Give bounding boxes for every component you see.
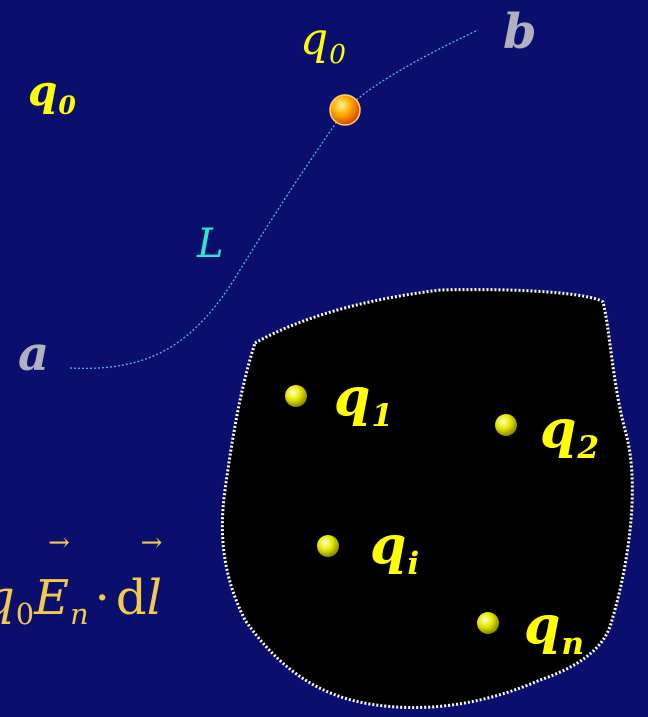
qi-label: qi <box>370 515 420 582</box>
formula-E-sub: n <box>70 597 89 632</box>
formula-l: l <box>146 570 163 626</box>
formula-l-arrow: → <box>140 528 163 558</box>
orange-sphere-icon <box>329 94 361 126</box>
qn-label: qn <box>524 595 585 662</box>
yellow-sphere-icon <box>317 535 339 557</box>
yellow-sphere-icon <box>285 385 307 407</box>
q0-label-test-charge: q0 <box>300 14 346 71</box>
path-L-label: L <box>197 221 224 267</box>
charge-region <box>220 288 634 710</box>
formula-l-vector: →l <box>141 530 163 622</box>
formula-d: d <box>115 570 147 626</box>
q2-label: q2 <box>540 399 600 466</box>
formula-q-sub: 0 <box>15 597 35 632</box>
work-element-formula: q0→En·d→l <box>0 530 163 628</box>
formula-E-vector: →E <box>34 530 70 622</box>
path-L-curve <box>69 29 479 370</box>
point-a-label: a <box>18 326 50 382</box>
formula-E: E <box>34 570 70 626</box>
yellow-sphere-icon <box>477 612 499 634</box>
formula-q: q <box>0 570 15 626</box>
formula-dot: · <box>94 570 110 626</box>
yellow-sphere-icon <box>495 414 517 436</box>
formula-E-arrow: → <box>48 528 70 558</box>
point-b-label: b <box>503 4 537 60</box>
q0-label-left: q0 <box>28 66 76 120</box>
q1-label: q1 <box>334 367 394 434</box>
